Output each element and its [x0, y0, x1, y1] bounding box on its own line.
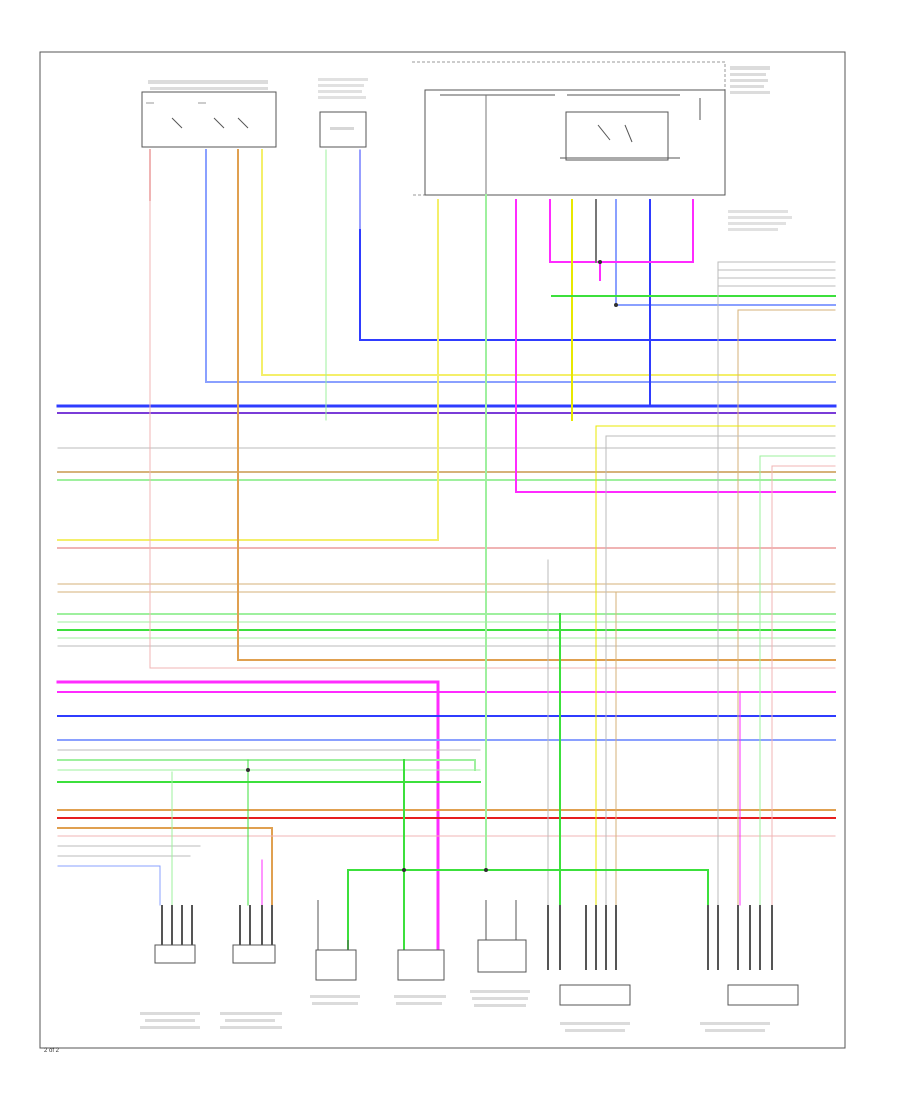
vertical-wires	[149, 149, 836, 951]
right-connector-header	[728, 210, 792, 231]
bottom-box-1	[315, 900, 357, 981]
horizontal-wires	[56, 149, 837, 952]
bottom-connector-b	[707, 905, 799, 1006]
bottom-box-2	[397, 949, 445, 981]
bottom-sensor-1	[154, 905, 196, 964]
junction-dots	[246, 260, 618, 872]
page-number: 2 of 2	[44, 1048, 60, 1054]
bottom-connector-a	[547, 905, 631, 1006]
diagram-border	[39, 51, 846, 1049]
bottom-box-3	[477, 900, 527, 973]
top-sensor-module	[318, 78, 368, 148]
top-left-module	[141, 80, 277, 148]
bottom-captions	[140, 990, 770, 1032]
bottom-sensor-2	[232, 905, 276, 964]
fuse-relay-box	[412, 61, 770, 196]
